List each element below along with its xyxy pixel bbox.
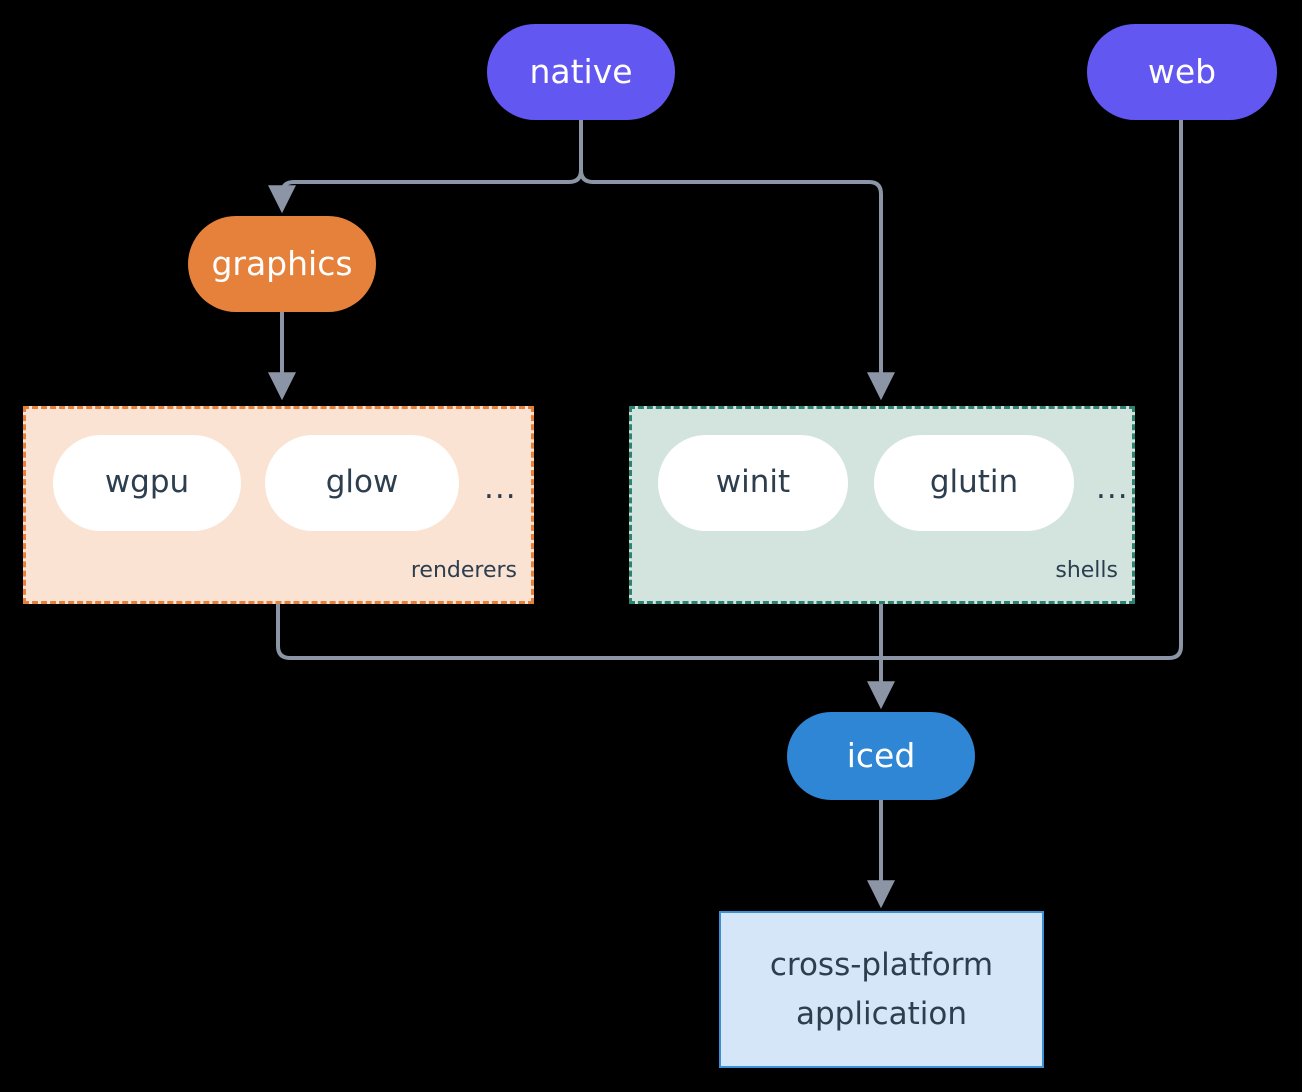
node-web[interactable]: web <box>1087 24 1277 120</box>
node-glow-label: glow <box>325 464 399 501</box>
node-graphics[interactable]: graphics <box>188 216 376 312</box>
node-native[interactable]: native <box>487 24 675 120</box>
group-shells: winit glutin ... shells <box>629 406 1135 604</box>
node-glutin[interactable]: glutin <box>874 435 1074 531</box>
node-native-label: native <box>529 52 633 92</box>
group-renderers: wgpu glow ... renderers <box>23 406 534 604</box>
node-winit-label: winit <box>715 464 791 501</box>
application-label-line1: cross-platform <box>769 947 994 984</box>
edge-renderers-to-iced <box>276 602 883 660</box>
node-wgpu[interactable]: wgpu <box>53 435 241 531</box>
renderers-more-ellipsis: ... <box>484 470 517 506</box>
node-graphics-label: graphics <box>211 244 353 284</box>
node-winit[interactable]: winit <box>658 435 848 531</box>
node-iced[interactable]: iced <box>787 712 975 800</box>
edge-native-to-graphics <box>268 116 583 214</box>
edge-native-to-shells <box>579 116 895 401</box>
node-web-label: web <box>1147 52 1217 92</box>
node-glutin-label: glutin <box>929 464 1019 501</box>
group-shells-label: shells <box>1055 558 1118 583</box>
node-glow[interactable]: glow <box>265 435 459 531</box>
group-renderers-label: renderers <box>410 558 517 583</box>
application-label-line2: application <box>796 995 967 1032</box>
shells-more-ellipsis: ... <box>1096 470 1129 506</box>
node-cross-platform-application[interactable]: cross-platform application <box>719 911 1044 1068</box>
node-iced-label: iced <box>846 736 916 776</box>
node-wgpu-label: wgpu <box>104 464 190 501</box>
